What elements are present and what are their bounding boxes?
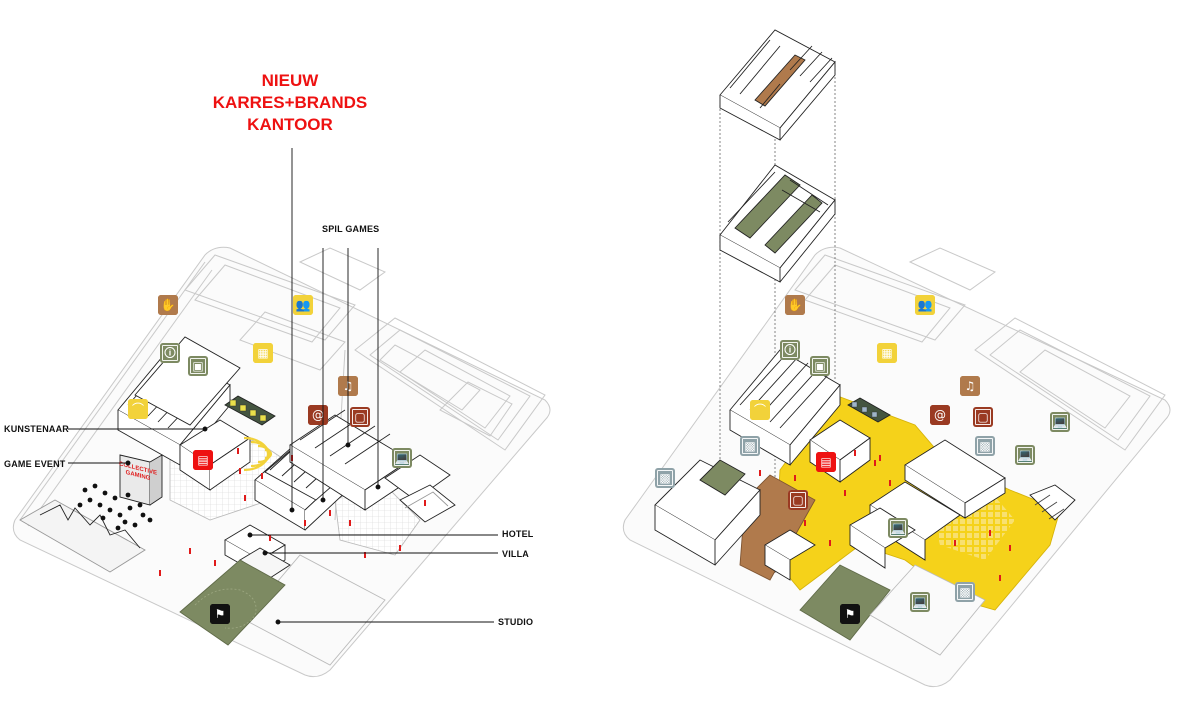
email-at-icon: @: [308, 405, 328, 425]
clothes-hanger-icon: ⌒: [750, 400, 770, 420]
handprint-icon: ✋: [785, 295, 805, 315]
title-line-1: NIEUW: [261, 71, 319, 90]
game-room-icon: ▤: [193, 450, 213, 470]
floating-block-top: [719, 29, 836, 141]
qr-icon: ▩: [975, 436, 995, 456]
signal-arcs: [243, 436, 273, 472]
laptop-icon: 💻: [1050, 412, 1070, 432]
title-line-3: KANTOOR: [247, 115, 333, 134]
mic-stage-icon: ♫: [960, 376, 980, 396]
label-villa: VILLA: [502, 549, 529, 559]
map-icon: ▣: [188, 356, 208, 376]
info-desk-icon: 🛈: [780, 340, 800, 360]
crowd: [77, 483, 153, 531]
music-joystick-icon: ⚑: [210, 604, 230, 624]
new-office-title: NIEUW KARRES+BRANDS KANTOOR: [190, 70, 390, 136]
label-game-event: GAME EVENT: [4, 459, 66, 469]
label-studio: STUDIO: [498, 617, 534, 627]
billboard: [119, 454, 163, 506]
label-hotel: HOTEL: [502, 529, 534, 539]
info-desk-icon: 🛈: [160, 343, 180, 363]
green-field-right: [799, 564, 891, 641]
green-field-left: [179, 559, 286, 646]
laptop-icon: 💻: [1015, 445, 1035, 465]
email-at-icon: @: [930, 405, 950, 425]
handprint-icon: ✋: [158, 295, 178, 315]
floating-block-mid: [719, 164, 836, 283]
laptop-icon: 💻: [888, 518, 908, 538]
map-icon: ▣: [810, 356, 830, 376]
laptop-icon: 💻: [392, 448, 412, 468]
qr-icon: ▩: [740, 436, 760, 456]
label-spil-games: SPIL GAMES: [322, 224, 380, 234]
qr-icon: ▩: [655, 468, 675, 488]
qr-icon: ▩: [955, 582, 975, 602]
laptop-icon: 💻: [910, 592, 930, 612]
people-icon: 👥: [293, 295, 313, 315]
game-room-icon: ▤: [816, 452, 836, 472]
spil-games-building: [289, 409, 451, 511]
red-markers-right: [759, 450, 1011, 581]
music-joystick-icon: ⚑: [840, 604, 860, 624]
grid-icon: ▦: [253, 343, 273, 363]
frame-icon: ▢: [350, 407, 370, 427]
grid-icon: ▦: [877, 343, 897, 363]
red-markers-left: [159, 448, 426, 576]
glass-roof: [224, 395, 276, 426]
frame-icon: ▢: [973, 407, 993, 427]
title-line-2: KARRES+BRANDS: [212, 93, 368, 112]
clothes-hanger-icon: ⌒: [128, 399, 148, 419]
mic-stage-icon: ♫: [338, 376, 358, 396]
people-icon: 👥: [915, 295, 935, 315]
label-kunstenaar: KUNSTENAAR: [4, 424, 69, 434]
frame-icon: ▢: [788, 490, 808, 510]
